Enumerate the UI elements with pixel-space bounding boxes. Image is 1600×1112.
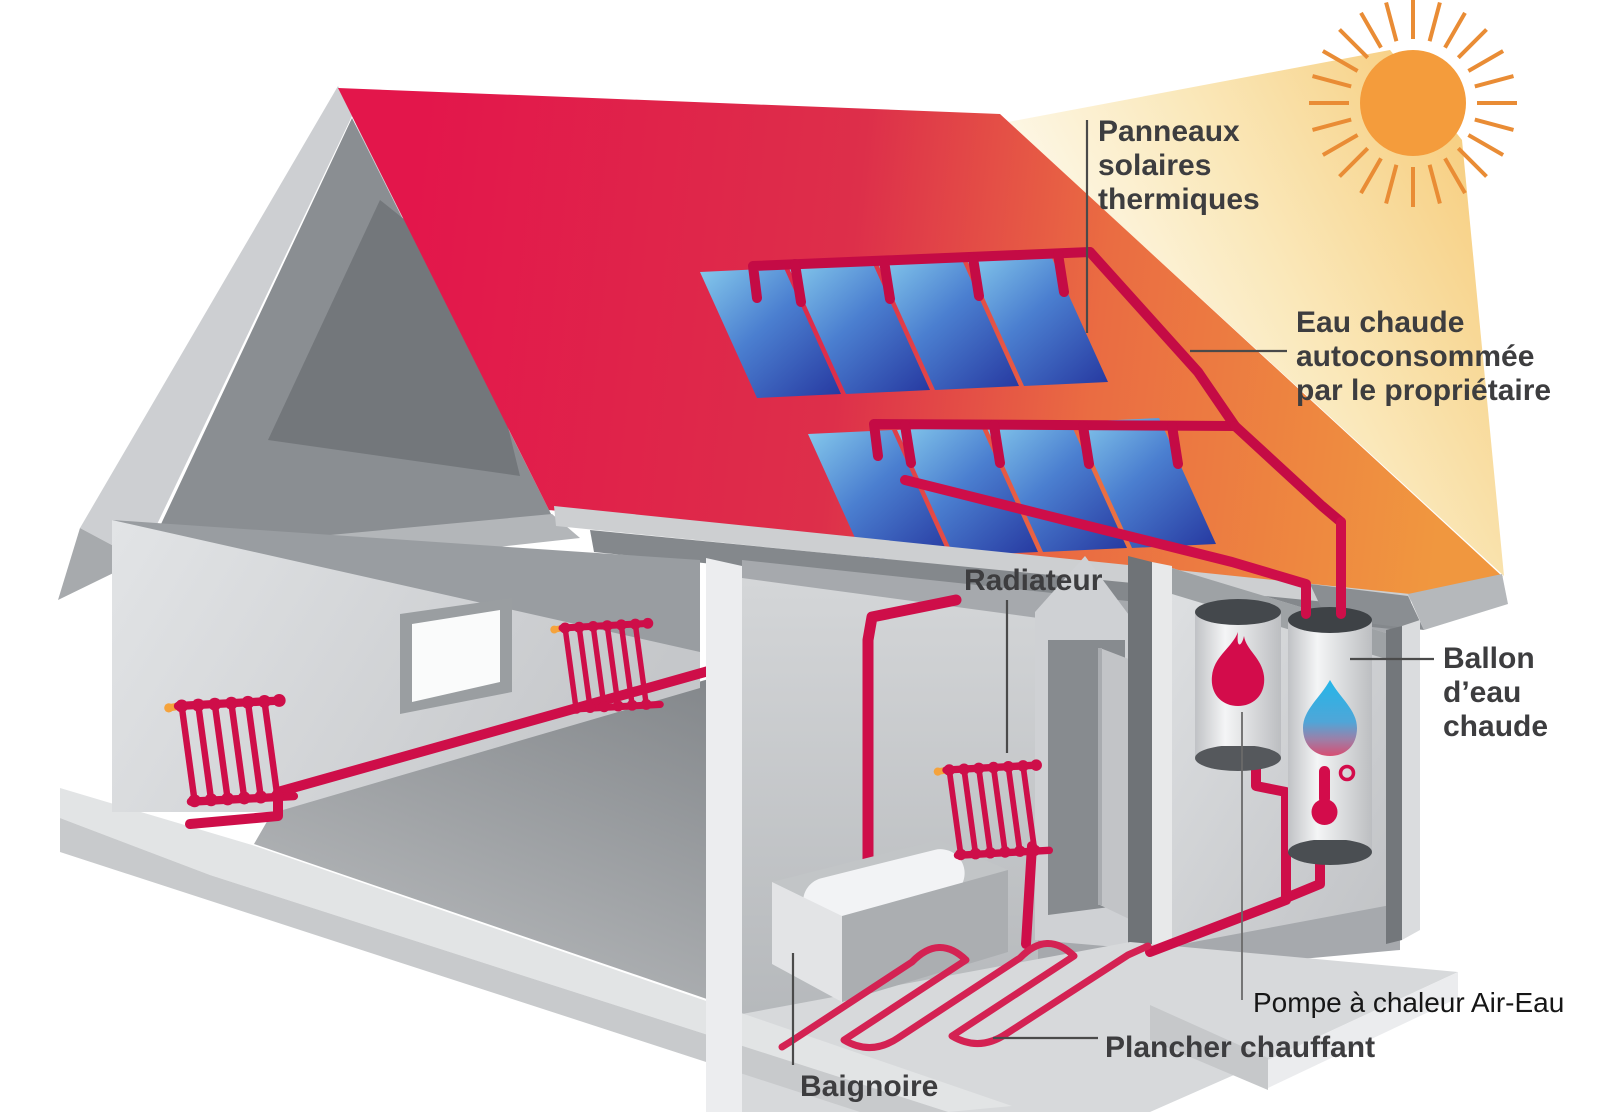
solar-panel-icon xyxy=(789,264,930,394)
left-wall xyxy=(112,520,717,829)
solar-panel-icon xyxy=(808,430,949,560)
label-baignoire: Baignoire xyxy=(800,1070,938,1103)
bathroom xyxy=(772,594,1008,1002)
label-eau-chaude: Eau chaude autoconsommée par le propriét… xyxy=(1296,306,1551,407)
label-panneaux: Panneaux solaires thermiques xyxy=(1098,115,1260,216)
labels: Panneaux solaires thermiques Eau chaude … xyxy=(800,115,1564,1103)
interior-radiator xyxy=(934,759,1050,949)
thermometer-icon xyxy=(1311,764,1356,825)
heat-pump xyxy=(1195,599,1281,771)
solar-panel-icon xyxy=(986,422,1127,552)
floors xyxy=(60,788,1458,1112)
label-radiateur: Radiateur xyxy=(964,564,1103,597)
solar-panel-icon xyxy=(700,268,841,398)
sunbeam xyxy=(1008,50,1504,576)
sun-icon xyxy=(1309,0,1517,207)
label-ballon: Ballon d’eau chaude xyxy=(1443,642,1548,743)
flame-icon xyxy=(1211,632,1265,706)
riser-pipe xyxy=(862,594,962,886)
bathtub xyxy=(772,840,1008,1002)
hot-water-tank xyxy=(1288,607,1372,865)
window xyxy=(400,598,512,714)
solar-panel-icon xyxy=(967,256,1108,386)
label-pompe: Pompe à chaleur Air-Eau xyxy=(1253,987,1564,1018)
floor-heating-coil xyxy=(778,940,1152,1051)
solar-panel-array xyxy=(700,256,1216,560)
leader-lines xyxy=(791,120,1434,1065)
label-plancher: Plancher chauffant xyxy=(1105,1031,1375,1064)
wall-cut-edge xyxy=(706,558,742,1112)
solar-panel-icon xyxy=(1075,418,1216,548)
solar-panel-icon xyxy=(878,260,1019,390)
water-drop-icon xyxy=(1303,680,1357,756)
tank-top-pipes xyxy=(900,475,1346,619)
wall-pipe xyxy=(185,665,717,829)
